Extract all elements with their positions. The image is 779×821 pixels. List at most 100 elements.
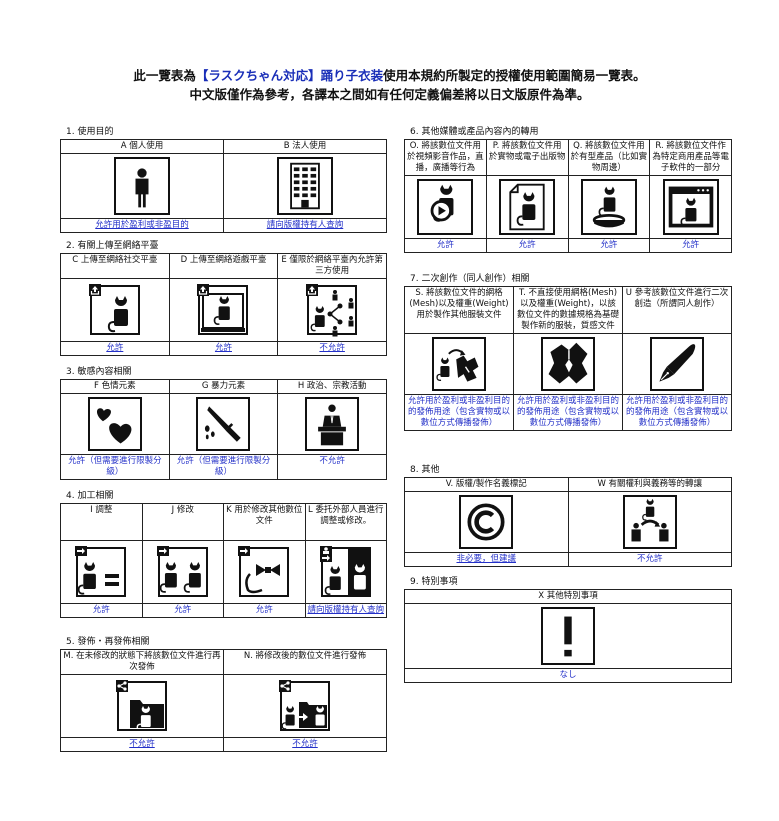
header-line-2: 中文版僅作為參考，各譯本之間如有任何定義偏差將以日文版原件為準。 bbox=[189, 87, 590, 102]
result-b[interactable]: 請向版權持有人查詢 bbox=[223, 218, 387, 233]
icon-cell bbox=[304, 540, 387, 604]
item-label-f: F 色情元素 bbox=[60, 379, 170, 394]
result-i[interactable]: 允許 bbox=[60, 603, 143, 618]
result-o[interactable]: 允許 bbox=[404, 238, 487, 253]
item-label-p: P. 將該數位文件用於實物或電子出版物 bbox=[485, 139, 569, 176]
result-k[interactable]: 允許 bbox=[223, 603, 306, 618]
building-icon bbox=[277, 157, 333, 215]
result-n[interactable]: 不允許 bbox=[223, 737, 387, 752]
result-j[interactable]: 允許 bbox=[141, 603, 224, 618]
icon-cell bbox=[649, 175, 732, 239]
icon-cell bbox=[567, 491, 732, 553]
section-title: 3. 敏感內容相關 bbox=[66, 367, 132, 377]
result-r[interactable]: 允許 bbox=[649, 238, 732, 253]
result-q[interactable]: 允許 bbox=[567, 238, 651, 253]
result-p[interactable]: 允許 bbox=[485, 238, 569, 253]
result-s[interactable]: 允許用於盈利或非盈利目的的發佈用途（包含實物或以數位方式傳播發佈） bbox=[404, 394, 514, 431]
icon-cell bbox=[60, 153, 224, 219]
icon-cell bbox=[277, 393, 387, 455]
transfer-rights-icon bbox=[622, 495, 677, 549]
result-w[interactable]: 不允許 bbox=[567, 552, 732, 567]
section-title: 6. 其他媒體或產品內容內的轉用 bbox=[410, 127, 539, 137]
result-a[interactable]: 允許用於盈利或非盈目的 bbox=[60, 218, 224, 233]
result-f[interactable]: 允許（但需要進行限製分級） bbox=[60, 454, 170, 480]
section-title: 9. 特別事項 bbox=[410, 577, 458, 587]
section-sensitive-content: 3. 敏感內容相關 F 色情元素 G 暴力元素 H 政治、宗教活動 允許（但需要… bbox=[60, 366, 387, 480]
section-other-media: 6. 其他媒體或產品內容內的轉用 O. 將該數位文件用於視頻影音作品，直播，廣播… bbox=[404, 126, 732, 253]
item-label-u: U 參考該數位文件進行二次創造（所謂同人創作） bbox=[622, 286, 732, 334]
outsource-icon bbox=[317, 544, 374, 600]
header-line-1: 此一覽表為【ラスクちゃん対応】踊り子衣装使用本規約所製定的授權使用範圍簡易一覽表… bbox=[0, 66, 779, 85]
result-m[interactable]: 不允許 bbox=[60, 737, 224, 752]
bow-icon bbox=[236, 544, 293, 600]
item-label-a: A 個人使用 bbox=[60, 139, 224, 154]
share-modified-icon bbox=[277, 678, 333, 734]
upload-social-icon bbox=[86, 282, 143, 338]
license-table: I 調整 J 修改 K 用於修改其他數位文件 L 委托外部人員進行調整或修改。 … bbox=[60, 503, 387, 618]
hearts-icon bbox=[87, 397, 142, 451]
item-label-b: B 法人使用 bbox=[223, 139, 387, 154]
license-table: A 個人使用 B 法人使用 允許用於盈利或非盈目的 請向版權持有人查詢 bbox=[60, 139, 387, 233]
section-usage-purpose: 1. 使用目的 A 個人使用 B 法人使用 允許用於盈利或非盈目的 請向版權持有… bbox=[60, 126, 387, 233]
section-title: 5. 發佈・再發佈相關 bbox=[66, 637, 150, 647]
pen-nib-icon bbox=[650, 337, 704, 391]
item-label-k: K 用於修改其他數位文件 bbox=[223, 503, 306, 541]
knife-icon bbox=[196, 397, 251, 451]
icon-cell bbox=[223, 674, 387, 738]
item-label-r: R. 將該數位文件作為特定商用產品等電子軟件的一部分 bbox=[649, 139, 732, 176]
share-third-party-icon bbox=[304, 282, 361, 338]
icon-cell bbox=[60, 674, 224, 738]
item-label-e: E 僅限於網絡平臺內允許第三方使用 bbox=[277, 253, 387, 279]
section-title: 7. 二次創作（同人創作）相關 bbox=[410, 274, 530, 284]
item-label-q: Q. 將該數位文件用於有型產品（比如實物周邊） bbox=[567, 139, 651, 176]
header-product-name: 【ラスクちゃん対応】踊り子衣装 bbox=[195, 68, 384, 83]
result-g[interactable]: 允許（但需要進行限製分級） bbox=[168, 454, 279, 480]
item-label-l: L 委托外部人員進行調整或修改。 bbox=[304, 503, 387, 541]
section-derivative-works: 7. 二次創作（同人創作）相關 S. 將該數位文件的網格(Mesh)以及權重(W… bbox=[404, 273, 732, 431]
result-t[interactable]: 允許用於盈利或非盈利目的的發佈用途（包含實物或以數位方式傳播發佈） bbox=[513, 394, 623, 431]
modify-icon bbox=[154, 544, 211, 600]
icon-cell bbox=[223, 540, 306, 604]
item-label-n: N. 將修改後的數位文件進行發佈 bbox=[223, 649, 387, 675]
mesh-transfer-icon bbox=[432, 337, 486, 391]
section-title: 1. 使用目的 bbox=[66, 127, 114, 137]
result-u[interactable]: 允許用於盈利或非盈利目的的發佈用途（包含實物或以數位方式傳播發佈） bbox=[622, 394, 732, 431]
icon-cell bbox=[60, 278, 170, 342]
license-table: X 其他特別事項 なし bbox=[404, 589, 732, 683]
icon-cell bbox=[141, 540, 224, 604]
item-label-v: V. 版權/製作名義標記 bbox=[404, 477, 569, 492]
adjust-icon bbox=[73, 544, 130, 600]
result-e[interactable]: 不允許 bbox=[277, 341, 387, 356]
icon-cell bbox=[168, 393, 279, 455]
item-label-i: I 調整 bbox=[60, 503, 143, 541]
item-label-s: S. 將該數位文件的網格(Mesh)以及權重(Weight)用於製作其他服裝文件 bbox=[404, 286, 514, 334]
result-c[interactable]: 允許 bbox=[60, 341, 170, 356]
item-label-w: W 有關權利與義務等的轉讓 bbox=[567, 477, 732, 492]
section-title: 8. 其他 bbox=[410, 465, 440, 475]
result-d[interactable]: 允許 bbox=[168, 341, 279, 356]
podium-icon bbox=[305, 397, 360, 451]
icon-cell bbox=[404, 333, 514, 395]
icon-cell bbox=[168, 278, 279, 342]
icon-cell bbox=[60, 393, 170, 455]
icon-cell bbox=[567, 175, 651, 239]
person-icon bbox=[114, 157, 170, 215]
item-label-t: T. 不直接使用網格(Mesh)以及權重(Weight)，以該數位文件的數據規格… bbox=[513, 286, 623, 334]
section-other: 8. 其他 V. 版權/製作名義標記 W 有關權利與義務等的轉讓 非必要，但建議… bbox=[404, 464, 732, 567]
video-play-icon bbox=[417, 179, 474, 235]
result-v[interactable]: 非必要，但建議 bbox=[404, 552, 569, 567]
section-processing: 4. 加工相關 I 調整 J 修改 K 用於修改其他數位文件 L 委托外部人員進… bbox=[60, 490, 387, 618]
item-label-d: D 上傳至網絡遊戲平臺 bbox=[168, 253, 279, 279]
result-h[interactable]: 不允許 bbox=[277, 454, 387, 480]
header-suffix: 使用本規約所製定的授權使用範圍簡易一覽表。 bbox=[383, 68, 646, 83]
result-x[interactable]: なし bbox=[404, 668, 732, 683]
item-label-m: M. 在未修改的狀態下將該數位文件進行再次發佈 bbox=[60, 649, 224, 675]
item-label-c: C 上傳至網絡社交平臺 bbox=[60, 253, 170, 279]
result-l[interactable]: 請向版權持有人查詢 bbox=[304, 603, 387, 618]
share-folder-icon bbox=[114, 678, 170, 734]
icon-cell bbox=[277, 278, 387, 342]
icon-cell bbox=[485, 175, 569, 239]
section-title: 2. 有關上傳至網絡平臺 bbox=[66, 241, 159, 251]
icon-cell bbox=[404, 175, 487, 239]
header-prefix: 此一覽表為 bbox=[133, 68, 196, 83]
